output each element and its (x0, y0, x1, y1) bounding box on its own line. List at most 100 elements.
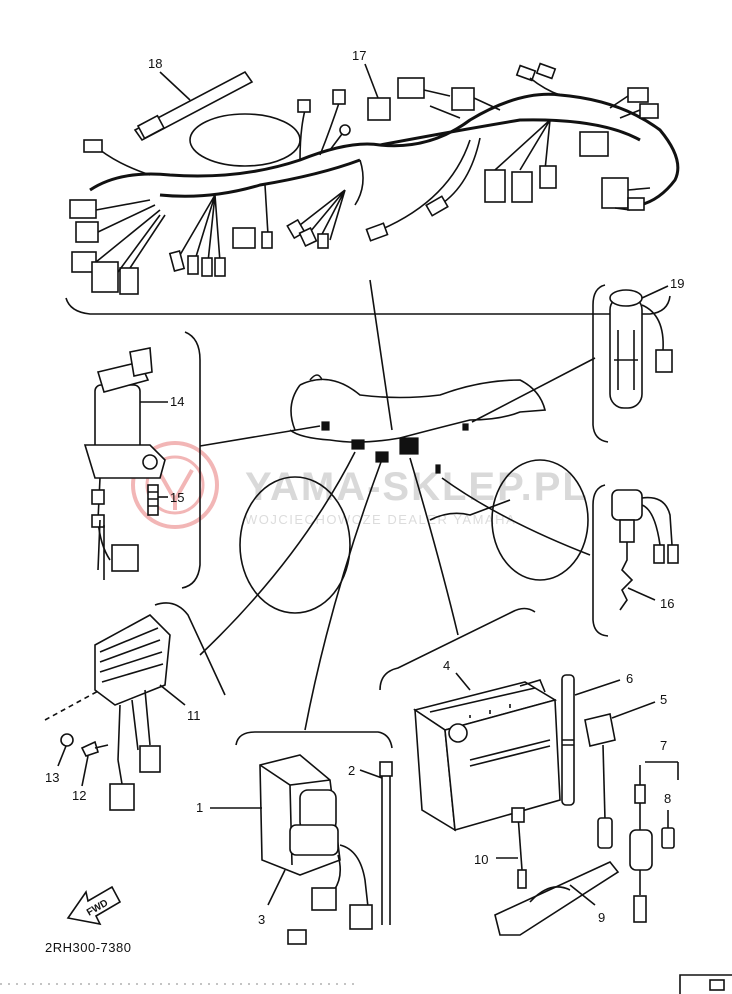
pin-11 (627, 197, 645, 211)
label-2: 2 (348, 763, 355, 778)
pin-9 (365, 222, 389, 242)
leader-sensor (441, 477, 591, 556)
cdi-connector-1 (311, 887, 337, 911)
pin-ul-1 (297, 99, 311, 113)
main-switch-grommet-2 (91, 514, 105, 528)
main-switch-grommet (91, 489, 105, 505)
leader-6 (574, 679, 621, 696)
connector-mid-1 (232, 227, 256, 249)
leader-11 (159, 684, 186, 706)
battery-lead-10-end (517, 869, 527, 889)
sensor-pin-1 (653, 544, 665, 564)
locator-4 (399, 437, 419, 455)
label-15: 15 (170, 490, 184, 505)
fuse-holder-5 (584, 713, 616, 747)
bracket-rectifier (154, 602, 226, 696)
label-17: 17 (352, 48, 366, 63)
wire-ul-far (99, 149, 151, 176)
cable-tie-2-head (379, 761, 393, 777)
label-4: 4 (443, 658, 450, 673)
cable-tie-strap (133, 70, 254, 142)
bolt-12-shaft (94, 744, 109, 749)
frame-outline (289, 378, 547, 443)
leader-cdi (304, 461, 382, 731)
pin-1 (168, 250, 186, 272)
leader-18 (159, 71, 191, 101)
washer-13 (60, 733, 74, 747)
main-switch-wires (97, 519, 105, 580)
guide-dashed (44, 689, 101, 721)
wire-long-2 (439, 137, 481, 206)
leader-4 (455, 672, 471, 691)
leader-5 (611, 701, 656, 719)
connector-left-1 (69, 199, 97, 219)
bracket-main-switch (181, 331, 201, 589)
fuse-7-bottom (633, 895, 647, 923)
sensor-wires (641, 496, 673, 546)
sensor-pin-2 (667, 544, 679, 564)
main-switch-bracket (83, 444, 166, 479)
pin-4 (214, 257, 226, 277)
grip-connector (655, 349, 673, 373)
label-9: 9 (598, 910, 605, 925)
watermark-main-text: YAMA-SKLEP.PL (245, 465, 589, 509)
connector-top-1 (367, 97, 391, 121)
breather-tube-6-mark (562, 739, 574, 746)
rectifier-wire-2 (117, 759, 123, 785)
connector-rm-2 (511, 171, 533, 203)
pin-8 (317, 233, 329, 249)
rectifier-connector-2 (109, 783, 135, 811)
label-16: 16 (660, 596, 674, 611)
fwd-arrow: FWD (66, 885, 122, 926)
watermark-logo-mark-icon (156, 469, 194, 510)
label-13: 13 (45, 770, 59, 785)
leader-13 (57, 745, 67, 767)
locator-1 (321, 421, 330, 431)
wires-right-mid (494, 119, 551, 171)
label-1: 1 (196, 800, 203, 815)
label-5: 5 (660, 692, 667, 707)
battery-terminal (448, 723, 468, 743)
watermark: YAMA-SKLEP.PL WOJCIECHOWCZE DEALER YAMAH… (131, 441, 589, 529)
main-switch-connector (111, 544, 139, 572)
part-18-cable-tie (133, 70, 254, 142)
pin-ul-2 (332, 89, 346, 105)
fwd-arrow-icon (66, 885, 122, 926)
watermark-sub-text: WOJCIECHOWCZE DEALER YAMAHA (245, 512, 516, 527)
label-12: 12 (72, 788, 86, 803)
battery-lead-10-terminal (511, 807, 525, 823)
grip-end (609, 289, 643, 307)
label-7: 7 (660, 738, 667, 753)
pin-3 (201, 257, 213, 277)
battery-band-9 (494, 861, 620, 936)
pin-10 (425, 195, 449, 217)
leader-16 (627, 587, 656, 601)
leader-harness (369, 279, 393, 431)
wire-long (379, 139, 471, 231)
battery-band-9-loop (529, 886, 571, 903)
frame-rear (429, 499, 511, 521)
sensor-group (592, 484, 679, 637)
leader-grip (471, 357, 596, 423)
pin-ul-3 (83, 139, 103, 153)
label-19: 19 (670, 276, 684, 291)
label-3: 3 (258, 912, 265, 927)
battery-corner (519, 679, 546, 693)
sensor-stem (619, 519, 635, 543)
label-14: 14 (170, 394, 184, 409)
bracket-grip (592, 284, 609, 443)
watermark-logo-inner-icon (145, 455, 205, 515)
locator-6 (435, 464, 441, 474)
front-wheel (239, 476, 351, 614)
bolt-12 (80, 740, 99, 757)
wires-left (95, 199, 166, 273)
connector-top-3 (451, 87, 475, 111)
pin-2 (187, 255, 199, 275)
pin-top-2 (535, 62, 557, 80)
connector-left-5 (119, 267, 139, 295)
pin-top-1 (515, 64, 537, 82)
rectifier-connector (139, 745, 161, 773)
cdi-block (299, 789, 337, 831)
connector-rm-1 (484, 169, 506, 203)
